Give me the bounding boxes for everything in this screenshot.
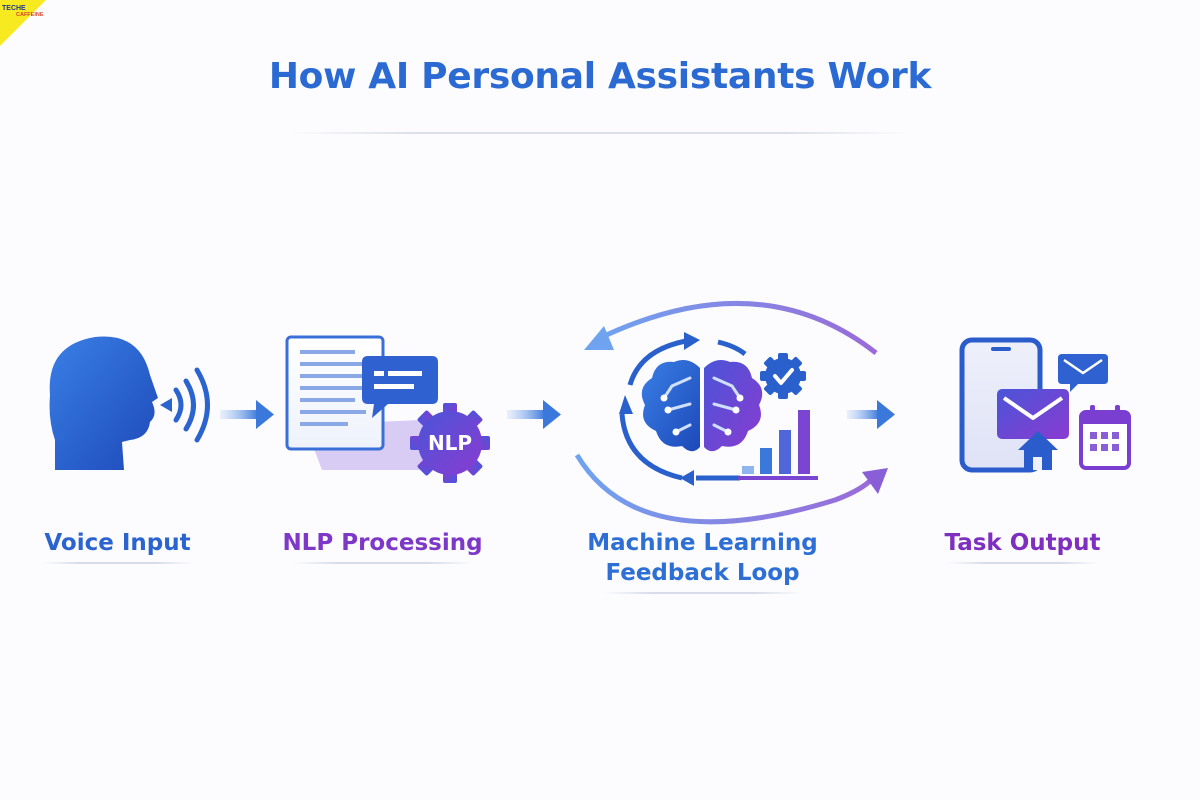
- nlp-badge-text: NLP: [428, 431, 472, 455]
- flow-arrow-2: [507, 400, 561, 429]
- brand-corner: [0, 0, 46, 46]
- step-label-machine-learning: Machine Learning Feedback Loop: [570, 528, 835, 594]
- step-label-task-output: Task Output: [935, 528, 1110, 564]
- flow-arrow-1: [220, 400, 274, 429]
- step-label-nlp-processing: NLP Processing: [265, 528, 500, 564]
- flow-arrow-3: [847, 400, 895, 429]
- title-divider: [290, 132, 910, 134]
- step-label-voice-input: Voice Input: [20, 528, 215, 564]
- brand-logo: TECHE CAFFEINE: [2, 5, 44, 18]
- bar-chart-icon: [738, 410, 818, 480]
- document-chat-gear-icon: NLP: [285, 335, 490, 483]
- page-title: How AI Personal Assistants Work: [268, 56, 932, 97]
- brain-loop-icon: [574, 300, 888, 525]
- head-speaking-icon: [49, 336, 210, 470]
- phone-mail-home-calendar-icon: [959, 337, 1131, 473]
